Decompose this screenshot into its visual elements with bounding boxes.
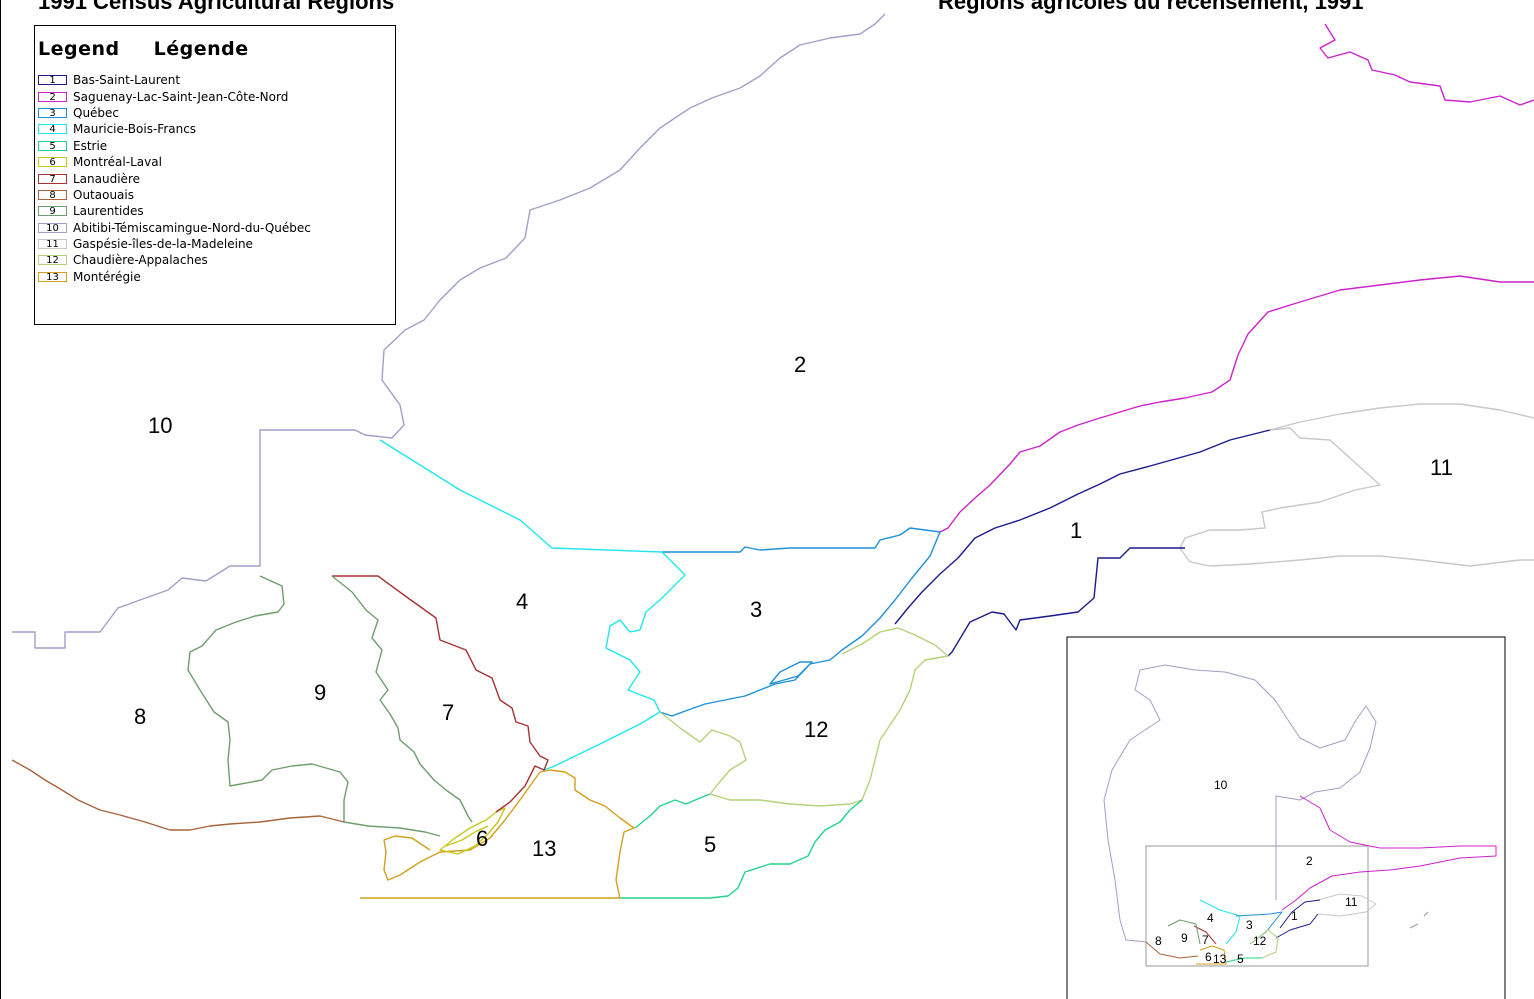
legend-swatch: 5 bbox=[38, 140, 67, 151]
region-6-boundary bbox=[439, 807, 506, 855]
region-6-label: 6 bbox=[476, 826, 488, 851]
map-title-french: Régions agricoles du recensement, 1991 bbox=[938, 0, 1364, 14]
region-11-label: 11 bbox=[1430, 455, 1453, 480]
legend-item-label: Estrie bbox=[73, 138, 108, 153]
inset-region-11-label: 11 bbox=[1345, 895, 1358, 909]
legend-swatch: 12 bbox=[38, 255, 67, 266]
region-1-label: 1 bbox=[1070, 518, 1082, 543]
legend-item: 12 Chaudière-Appalaches bbox=[38, 252, 311, 268]
region-9-label: 9 bbox=[314, 680, 326, 705]
region-13-boundary bbox=[360, 769, 635, 899]
legend-item-label: Abitibi-Témiscamingue-Nord-du-Québec bbox=[73, 220, 311, 235]
legend-swatch: 3 bbox=[38, 107, 67, 118]
region-10-boundary bbox=[12, 13, 886, 649]
region-12-boundary bbox=[659, 627, 949, 807]
region-7-boundary bbox=[332, 575, 549, 813]
legend-item: 4 Mauricie-Bois-Francs bbox=[38, 121, 311, 137]
legend-item: 8 Outaouais bbox=[38, 187, 311, 203]
legend-item-label: Québec bbox=[73, 105, 120, 120]
legend-item-label: Saguenay-Lac-Saint-Jean-Côte-Nord bbox=[73, 89, 289, 104]
legend-swatch: 7 bbox=[38, 173, 67, 184]
legend-swatch: 2 bbox=[38, 91, 67, 102]
region-2-label: 2 bbox=[794, 352, 806, 377]
region-10-label: 10 bbox=[148, 413, 172, 438]
legend-item-label: Laurentides bbox=[73, 204, 144, 219]
region-3-label: 3 bbox=[750, 597, 762, 622]
legend-item: 6 Montréal-Laval bbox=[38, 154, 311, 170]
legend-item: 5 Estrie bbox=[38, 138, 311, 154]
region-7-label: 7 bbox=[442, 700, 454, 725]
region-4-label: 4 bbox=[516, 589, 528, 614]
map-legend bbox=[34, 25, 396, 325]
legend-swatch: 9 bbox=[38, 206, 67, 217]
region-2-boundary bbox=[939, 23, 1534, 533]
inset-region-3-label: 3 bbox=[1246, 918, 1253, 932]
legend-item-label: Outaouais bbox=[73, 187, 134, 202]
legend-item-label: Chaudière-Appalaches bbox=[73, 253, 208, 268]
legend-item: 11 Gaspésie-îles-de-la-Madeleine bbox=[38, 236, 311, 252]
legend-item-label: Mauricie-Bois-Francs bbox=[73, 122, 197, 137]
legend-item: 1 Bas-Saint-Laurent bbox=[38, 72, 311, 88]
legend-swatch: 8 bbox=[38, 189, 67, 200]
inset-region-12-label: 12 bbox=[1253, 934, 1267, 948]
legend-item-label: Montérégie bbox=[73, 269, 141, 284]
legend-item-label: Montréal-Laval bbox=[73, 155, 162, 170]
region-5-label: 5 bbox=[704, 832, 716, 857]
inset-region-4-label: 4 bbox=[1207, 911, 1214, 925]
inset-region-6-label: 6 bbox=[1205, 950, 1212, 964]
region-13-label: 13 bbox=[532, 836, 556, 861]
legend-item: 10 Abitibi-Témiscamingue-Nord-du-Québec bbox=[38, 220, 311, 236]
inset-region-1-label: 1 bbox=[1291, 909, 1298, 923]
inset-region-10-label: 10 bbox=[1214, 778, 1228, 792]
region-4-boundary bbox=[379, 439, 686, 771]
legend-heading-french: Légende bbox=[153, 38, 249, 60]
region-8-label: 8 bbox=[134, 704, 146, 729]
legend-item: 2 Saguenay-Lac-Saint-Jean-Côte-Nord bbox=[38, 88, 311, 104]
region-11-boundary bbox=[1179, 403, 1534, 567]
inset-region-9-label: 9 bbox=[1181, 931, 1188, 945]
legend-item-label: Gaspésie-îles-de-la-Madeleine bbox=[73, 237, 253, 252]
legend-item-label: Lanaudière bbox=[73, 171, 140, 186]
legend-swatch: 4 bbox=[38, 124, 67, 135]
region-1-boundary bbox=[894, 429, 1271, 657]
legend-swatch: 1 bbox=[38, 75, 67, 86]
inset-region-7-label: 7 bbox=[1202, 933, 1209, 947]
region-3-boundary bbox=[659, 527, 941, 717]
legend-item-label: Bas-Saint-Laurent bbox=[73, 73, 181, 88]
legend-swatch: 6 bbox=[38, 157, 67, 168]
inset-map: 10 2 11 1 4 3 8 9 7 12 6 13 5 bbox=[1066, 636, 1506, 999]
legend-item: 9 Laurentides bbox=[38, 203, 311, 219]
inset-region-8-label: 8 bbox=[1155, 934, 1162, 948]
inset-region-5-label: 5 bbox=[1237, 952, 1244, 966]
legend-list: 1 Bas-Saint-Laurent 2 Saguenay-Lac-Saint-Je… bbox=[38, 72, 311, 285]
legend-item: 13 Montérégie bbox=[38, 269, 311, 285]
legend-swatch: 10 bbox=[38, 222, 67, 233]
legend-item: 7 Lanaudière bbox=[38, 170, 311, 186]
legend-heading: Legend Légende bbox=[38, 38, 249, 60]
legend-swatch: 11 bbox=[38, 239, 67, 250]
inset-region-2-label: 2 bbox=[1306, 854, 1313, 868]
legend-swatch: 13 bbox=[38, 271, 67, 282]
region-9-boundary bbox=[187, 575, 473, 837]
inset-region-13-label: 13 bbox=[1213, 952, 1227, 966]
legend-heading-english: Legend bbox=[38, 38, 120, 60]
region-8-boundary bbox=[11, 759, 345, 831]
region-5-boundary bbox=[620, 793, 863, 899]
region-12-label: 12 bbox=[804, 717, 828, 742]
map-frame-left bbox=[0, 0, 1, 999]
map-title-english: 1991 Census Agricultural Regions bbox=[38, 0, 395, 14]
legend-item: 3 Québec bbox=[38, 105, 311, 121]
